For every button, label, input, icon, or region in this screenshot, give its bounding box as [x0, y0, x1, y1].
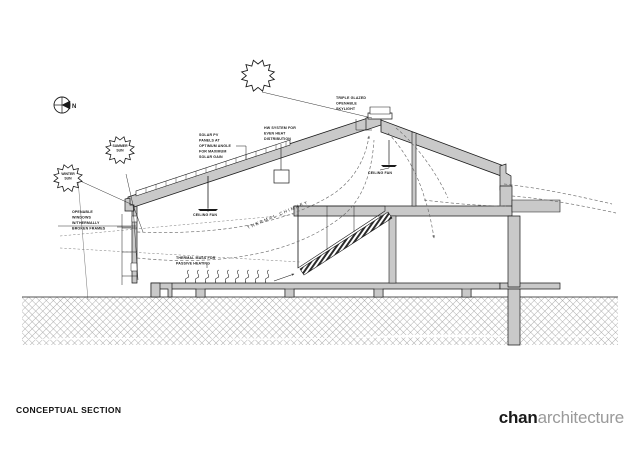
solar-pv-line5: SOLAR GAIN [199, 155, 223, 159]
thermal-mass-line1: THERMAL MASS FOR [176, 256, 216, 260]
subfloor-piers [195, 288, 472, 298]
ground-hatch-fill-cross [22, 297, 618, 345]
airflow-room-right [423, 199, 507, 207]
compass-north-label: N [72, 104, 76, 110]
hw-system-unit [273, 148, 290, 184]
annotation-openable-windows: OPENABLE WINDOWS W/THERMALLY BROKEN FRAM… [72, 210, 106, 231]
pier-1 [195, 288, 206, 298]
sun-angle-guide-high [59, 213, 301, 237]
overhead-sun-symbol [240, 59, 276, 92]
leader-ceiling-fan-right [379, 164, 390, 171]
ground-lower-mask [22, 334, 618, 340]
annotation-hw-system: HW SYSTEM FOR EVEN HEAT DISTRIBUTION [264, 126, 296, 141]
openable-windows-line1: OPENABLE [72, 210, 93, 214]
summer-sun-label-line1: SUMMER [112, 144, 128, 148]
footing-left [150, 282, 161, 298]
annotation-ceiling-fan-left: CEILING FAN [193, 213, 217, 217]
building-envelope [121, 106, 561, 288]
skylight-line3: SKYLIGHT [336, 107, 356, 111]
thermal-mass-radiant-arrows [184, 269, 295, 284]
north-arrow-compass: N [53, 96, 76, 114]
logo-light-text: architecture [537, 408, 625, 427]
solar-pv-line1: SOLAR PV [199, 133, 219, 137]
summer-sun-symbol: SUMMER SUN [105, 136, 135, 165]
thermal-mass-line2: PASSIVE HEATING [176, 262, 210, 266]
airflow-exit-right-2 [511, 195, 617, 214]
sheet-title: CONCEPTUAL SECTION [16, 405, 122, 415]
annotation-skylight: TRIPLE GLAZED OPENABLE SKYLIGHT [336, 96, 366, 111]
company-logo: chanarchitecture [498, 408, 625, 427]
pier-4 [461, 288, 472, 298]
staircase [297, 205, 393, 276]
annotation-ceiling-fan-right: CEILING FAN [368, 171, 392, 175]
ray-guide-2 [77, 179, 89, 301]
ceiling-fan-right-label: CEILING FAN [368, 171, 392, 175]
solar-pv-line2: PANELS AT [199, 139, 220, 143]
pier-2 [284, 288, 295, 298]
summer-sun-label-line2: SUN [116, 149, 124, 153]
winter-sun-ray [77, 179, 134, 206]
airflow-down-right [387, 132, 435, 239]
openable-windows-line4: BROKEN FRAMES [72, 227, 106, 231]
winter-sun-label-line1: WINTER [61, 172, 75, 176]
annotation-solar-pv: SOLAR PV PANELS AT OPTIMUM ANGLE FOR MAX… [199, 133, 231, 159]
top-sun-ray [261, 91, 373, 119]
pier-3 [373, 288, 384, 298]
logo-bold-text: chan [498, 408, 538, 427]
skylight-glazing [369, 106, 391, 115]
skylight-line1: TRIPLE GLAZED [336, 96, 366, 100]
sun-angle-guides [59, 213, 301, 263]
stair-flight [299, 211, 393, 276]
right-deck-slab [511, 199, 561, 213]
airflow-diagram [136, 127, 617, 261]
sun-angle-guide-low [59, 247, 301, 263]
sloped-roof-slab [127, 116, 372, 210]
hw-system-line2: EVEN HEAT [264, 132, 286, 136]
summer-sun-ray [125, 173, 134, 206]
airflow-stack-secondary [136, 139, 375, 261]
upper-right-roof-slab [380, 119, 505, 178]
hw-system-line1: HW SYSTEM FOR [264, 126, 296, 130]
solar-pv-line4: FOR MAXIMUM [199, 150, 226, 154]
annotation-thermal-mass: THERMAL MASS FOR PASSIVE HEATING [176, 256, 216, 266]
footing-right-wall [507, 282, 521, 346]
leader-lines [117, 119, 390, 268]
winter-sun-ray-floor [132, 204, 139, 281]
roof-eave-left [124, 197, 135, 212]
ceiling-fan-right-symbol [381, 140, 397, 167]
interior-partition-upper [411, 131, 417, 207]
hw-system-line3: DISTRIBUTION [264, 137, 291, 141]
leader-solar-pv [236, 145, 247, 159]
right-wall-lower [507, 215, 521, 288]
openable-windows-line3: W/THERMALLY [72, 221, 100, 225]
ground-layer [22, 296, 618, 345]
solar-pv-line3: OPTIMUM ANGLE [199, 144, 231, 148]
openable-windows-line2: WINDOWS [72, 216, 91, 220]
airflow-exit-right-1 [503, 183, 613, 205]
window-opening-detail [131, 215, 138, 223]
leader-skylight [355, 119, 372, 131]
window-opening-detail-2 [130, 262, 138, 272]
solar-pv-array [135, 139, 291, 197]
sun-rays [58, 91, 373, 301]
summer-sun-ray-floor [132, 204, 144, 233]
skylight-line2: OPENABLE [336, 102, 357, 106]
upper-floor-slab [293, 205, 513, 217]
winter-sun-symbol: WINTER SUN [53, 164, 83, 193]
airflow-stack-main [136, 135, 371, 233]
pv-panel-strip [135, 139, 291, 197]
winter-sun-label-line2: SUN [64, 177, 72, 181]
ceiling-fan-left-label: CEILING FAN [193, 213, 217, 217]
interior-column-lower [388, 215, 397, 284]
